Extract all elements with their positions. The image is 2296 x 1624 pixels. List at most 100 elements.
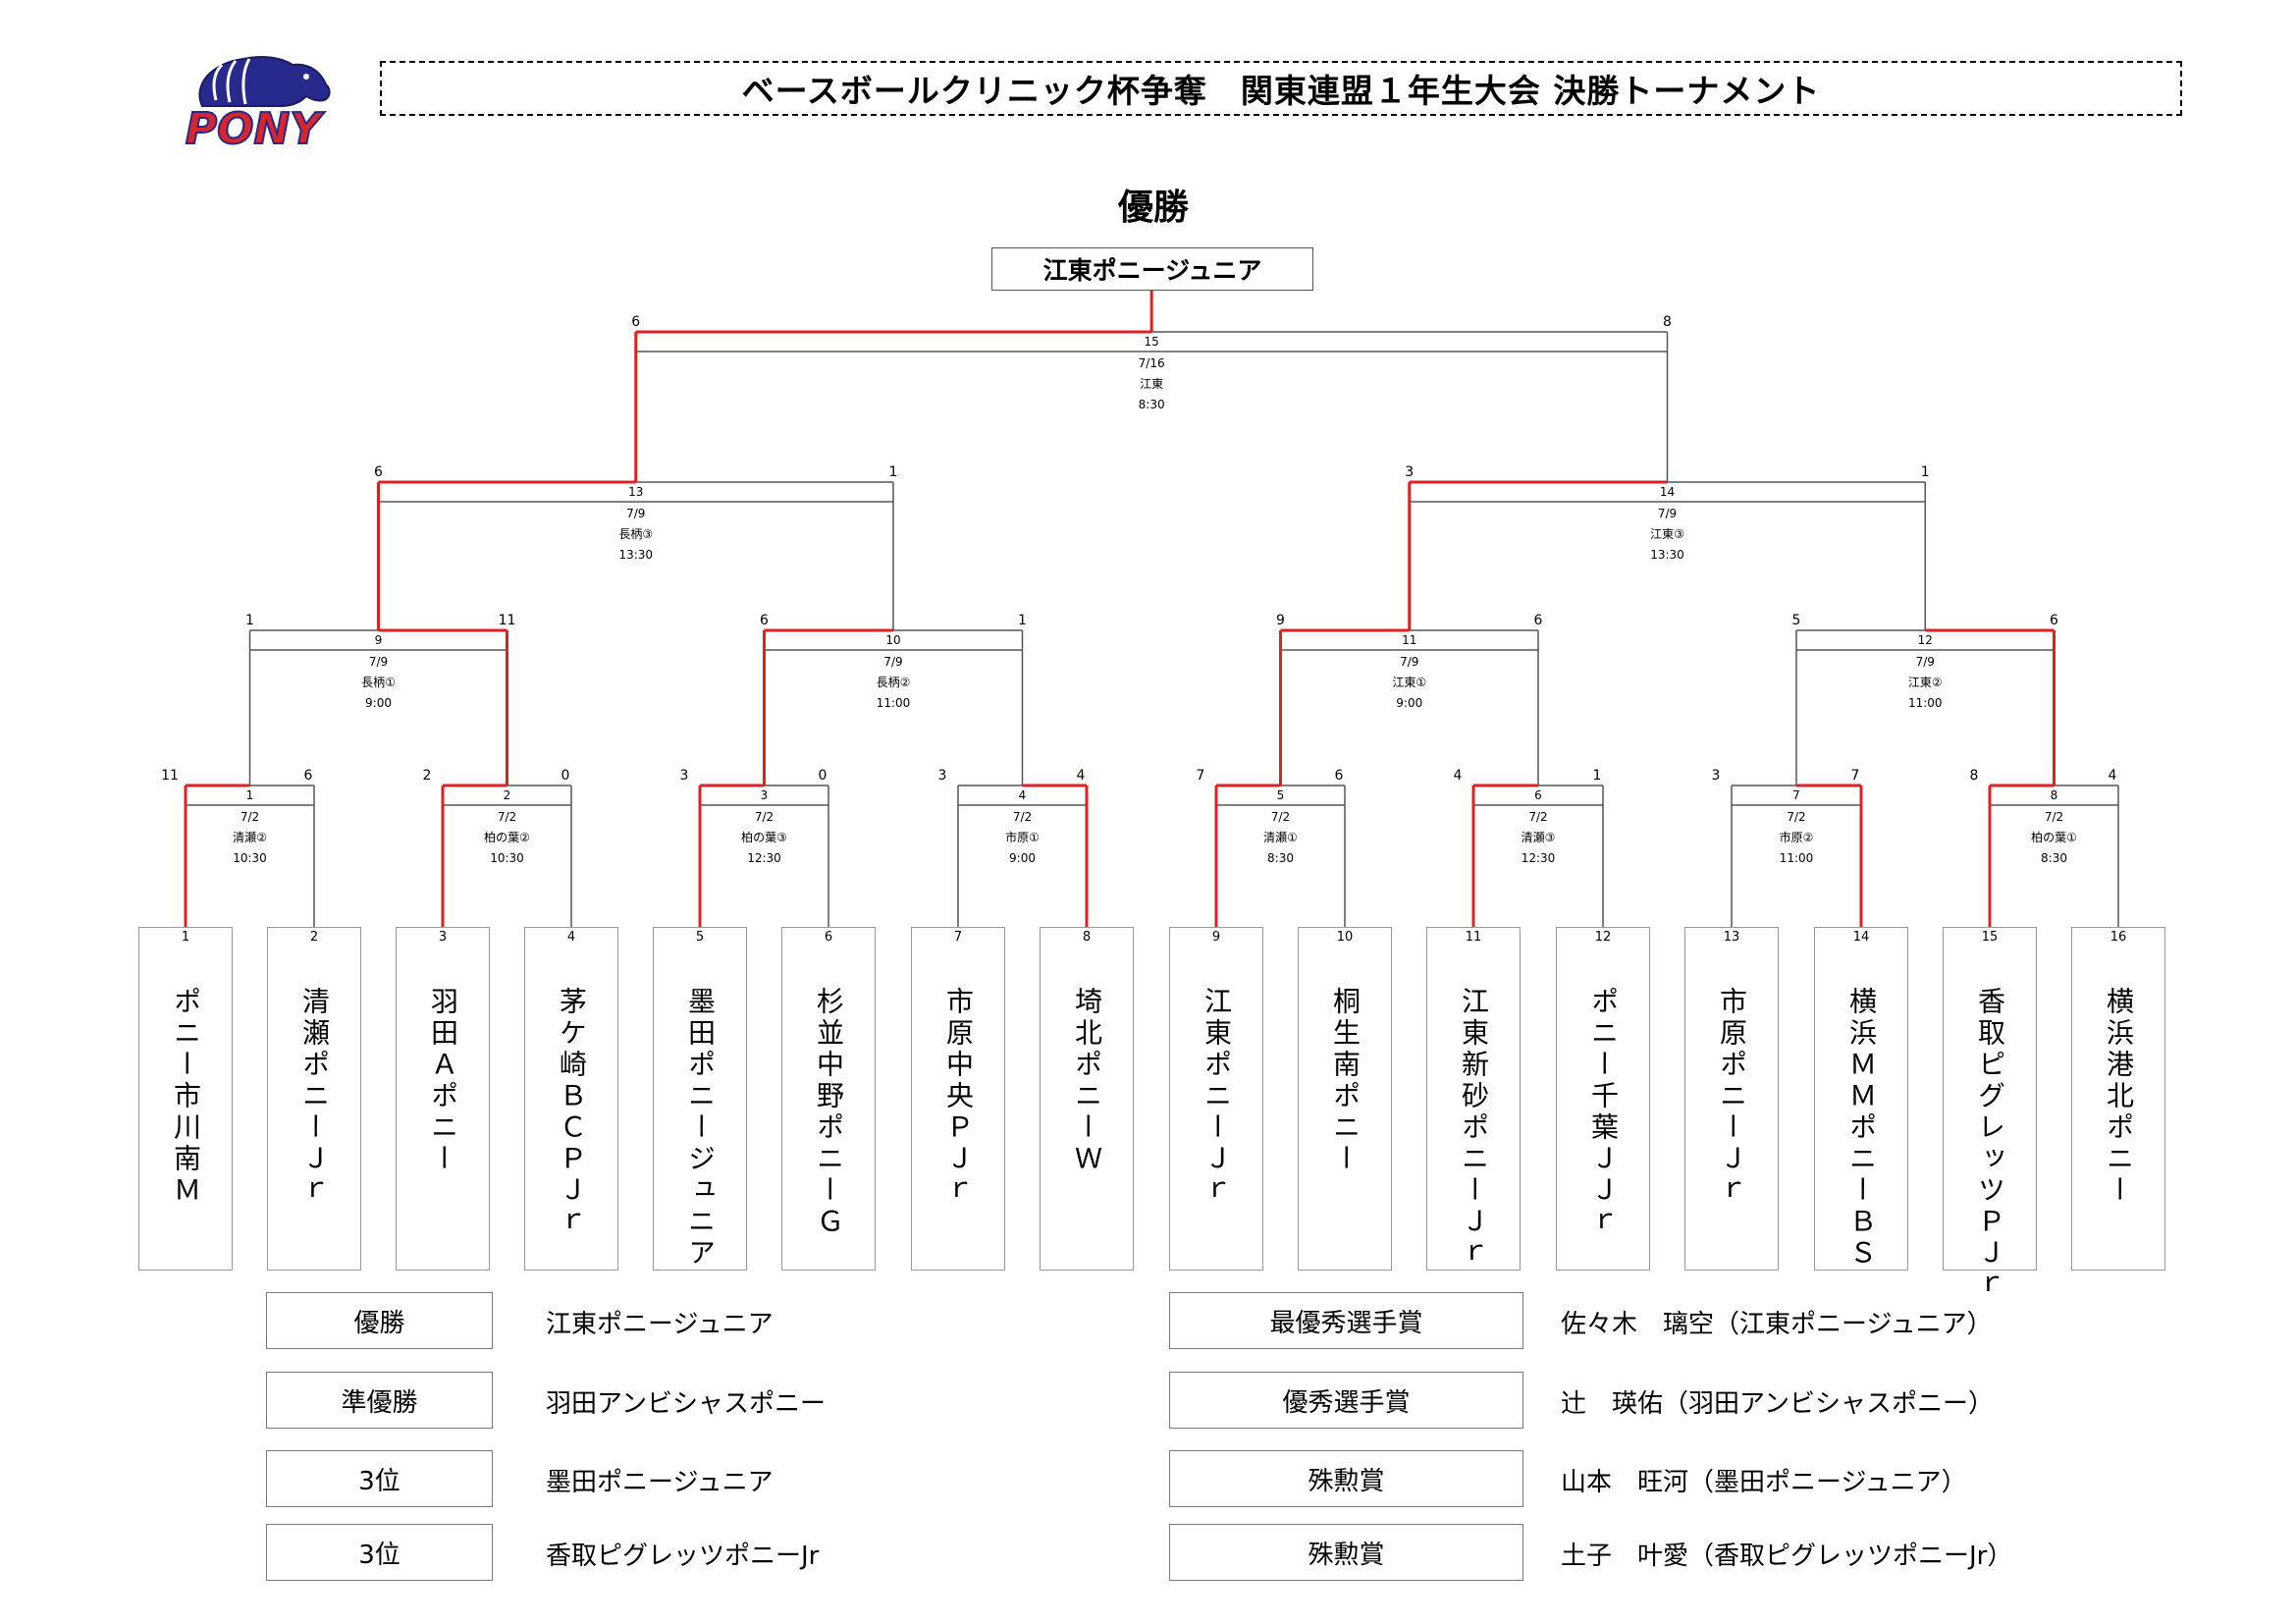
game-date: 7/2 bbox=[1528, 810, 1547, 824]
game-date: 7/9 bbox=[626, 507, 645, 520]
game-date: 7/9 bbox=[369, 655, 388, 669]
score-left: 11 bbox=[161, 768, 179, 784]
game-venue: 市原① bbox=[1005, 830, 1040, 844]
game-number: 5 bbox=[1277, 788, 1285, 802]
award-value-mvp: 佐々木 璃空（江東ポニージュニア） bbox=[1561, 1310, 1993, 1339]
score-left: 6 bbox=[631, 314, 640, 330]
team-name: 茅ケ崎ＢＣＰＪｒ bbox=[556, 987, 588, 1238]
team-name: 江東新砂ポニーＪｒ bbox=[1458, 987, 1490, 1270]
game-number: 3 bbox=[761, 788, 769, 802]
team-name: 横浜ＭＭポニーＢＳ bbox=[1845, 987, 1878, 1270]
score-left: 6 bbox=[374, 464, 383, 480]
team-name: 香取ピグレッツＰＪｒ bbox=[1974, 987, 2006, 1301]
game-venue: 清瀬① bbox=[1263, 831, 1298, 844]
team-number: 16 bbox=[2109, 930, 2127, 945]
team-name: 横浜港北ポニー bbox=[2103, 987, 2135, 1207]
game-date: 7/2 bbox=[498, 810, 516, 824]
game-number: 2 bbox=[504, 788, 511, 802]
page-title: ベースボールクリニック杯争奪 関東連盟１年生大会 決勝トーナメント bbox=[380, 61, 2182, 116]
score-right: 8 bbox=[1663, 314, 1672, 330]
game-venue: 柏の葉② bbox=[484, 830, 530, 844]
game-venue: 清瀬② bbox=[233, 831, 267, 844]
award-value-merit-1: 山本 旺河（墨田ポニージュニア） bbox=[1561, 1468, 1967, 1497]
game-venue: 市原② bbox=[1780, 830, 1814, 844]
game-time: 8:30 bbox=[1139, 398, 1165, 411]
game-time: 10:30 bbox=[233, 851, 267, 865]
score-left: 6 bbox=[760, 613, 769, 628]
award-value-outstanding: 辻 瑛佑（羽田アンビシャスポニー） bbox=[1561, 1389, 1994, 1419]
game-time: 12:30 bbox=[1522, 851, 1556, 865]
score-left: 1 bbox=[245, 613, 254, 628]
game-time: 13:30 bbox=[1650, 548, 1684, 562]
champion-box: 江東ポニージュニア bbox=[991, 247, 1313, 291]
game-date: 7/2 bbox=[755, 810, 774, 824]
game-time: 13:30 bbox=[618, 548, 653, 562]
team-number: 10 bbox=[1336, 930, 1354, 945]
team-number: 12 bbox=[1594, 930, 1612, 945]
game-time: 9:00 bbox=[1396, 696, 1422, 710]
award-label-merit-2: 殊勲賞 bbox=[1169, 1524, 1523, 1581]
score-right: 0 bbox=[819, 768, 828, 784]
score-left: 7 bbox=[1197, 768, 1205, 784]
game-venue: 長柄① bbox=[361, 676, 396, 689]
game-time: 8:30 bbox=[1267, 851, 1294, 865]
score-right: 1 bbox=[1921, 464, 1930, 480]
team-number: 5 bbox=[695, 930, 705, 945]
game-number: 10 bbox=[885, 633, 900, 647]
game-time: 11:00 bbox=[877, 696, 911, 710]
team-box: 16 横浜港北ポニー bbox=[2071, 927, 2165, 1271]
game-number: 7 bbox=[1792, 788, 1800, 802]
game-number: 1 bbox=[246, 788, 254, 802]
score-right: 11 bbox=[499, 613, 516, 628]
game-date: 7/9 bbox=[1658, 507, 1677, 520]
champion-name: 江東ポニージュニア bbox=[1042, 256, 1262, 285]
page-title-text: ベースボールクリニック杯争奪 関東連盟１年生大会 決勝トーナメント bbox=[741, 72, 1821, 110]
game-time: 11:00 bbox=[1780, 851, 1814, 865]
team-number: 9 bbox=[1211, 930, 1221, 945]
team-number: 14 bbox=[1852, 930, 1870, 945]
result-label-runner-up: 準優勝 bbox=[266, 1372, 493, 1429]
score-left: 9 bbox=[1276, 613, 1285, 628]
score-left: 3 bbox=[938, 768, 947, 784]
game-venue: 江東② bbox=[1908, 676, 1943, 689]
team-box: 14 横浜ＭＭポニーＢＳ bbox=[1814, 927, 1908, 1271]
award-label-merit-1: 殊勲賞 bbox=[1169, 1450, 1523, 1507]
game-venue: 長柄② bbox=[877, 676, 911, 689]
score-left: 5 bbox=[1792, 613, 1801, 628]
score-right: 0 bbox=[561, 768, 570, 784]
game-date: 7/2 bbox=[1787, 810, 1805, 824]
game-date: 7/9 bbox=[883, 655, 902, 669]
team-number: 7 bbox=[953, 930, 963, 945]
game-number: 12 bbox=[1918, 633, 1933, 647]
game-venue: 清瀬③ bbox=[1522, 831, 1556, 844]
game-date: 7/2 bbox=[1271, 810, 1290, 824]
game-number: 14 bbox=[1660, 485, 1675, 499]
game-number: 4 bbox=[1019, 788, 1027, 802]
game-venue: 柏の葉① bbox=[2031, 830, 2077, 844]
game-number: 11 bbox=[1402, 633, 1416, 647]
game-venue: 江東① bbox=[1392, 676, 1426, 689]
game-time: 9:00 bbox=[365, 696, 392, 710]
score-right: 4 bbox=[2109, 768, 2117, 784]
score-left: 3 bbox=[1712, 768, 1721, 784]
game-date: 7/9 bbox=[1400, 655, 1418, 669]
game-date: 7/2 bbox=[240, 810, 259, 824]
score-right: 1 bbox=[889, 464, 898, 480]
game-date: 7/16 bbox=[1139, 356, 1165, 370]
game-date: 7/2 bbox=[2045, 810, 2063, 824]
result-label-champion: 優勝 bbox=[266, 1292, 493, 1349]
team-name: 市原ポニーＪｒ bbox=[1716, 987, 1748, 1207]
